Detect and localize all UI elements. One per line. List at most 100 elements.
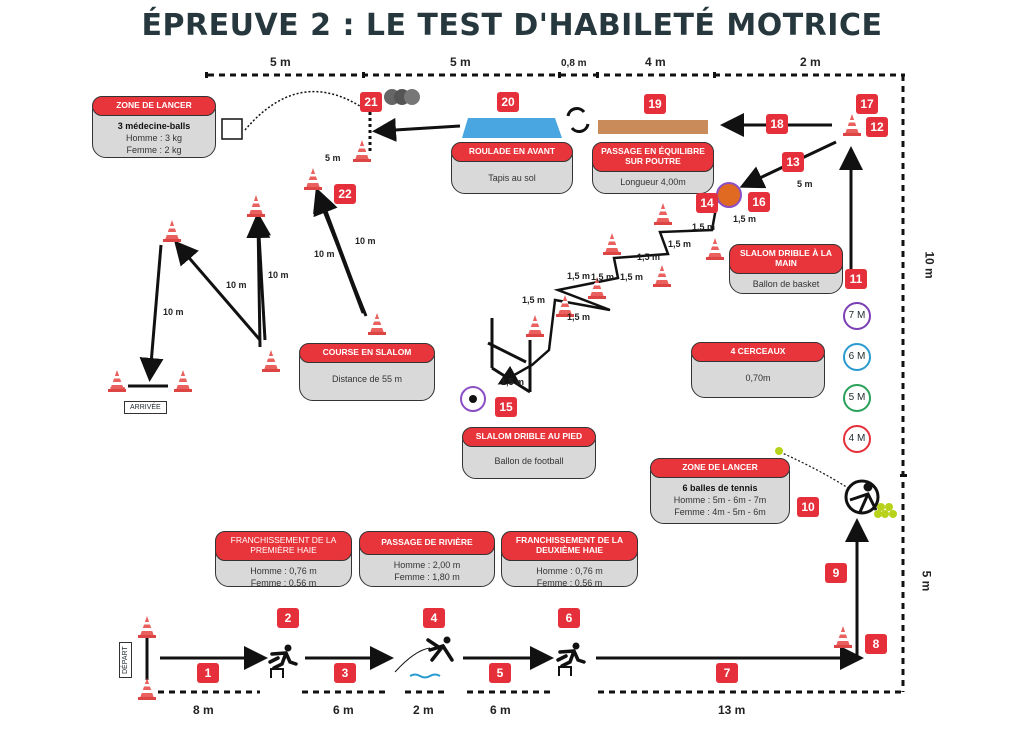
station-line: Femme : 2 kg [126,145,182,156]
station-slalom-pied: SLALOM DRIBLE AU PIED Ballon de football [462,427,596,479]
dim-bottom-4: 6 m [490,703,511,717]
station-line: Homme : 5m - 6m - 7m [673,494,767,505]
station-slalom-main: SLALOM DRIBLE À LA MAIN Ballon de basket [729,244,843,294]
station-line: 6 balles de tennis [682,482,758,493]
rotate-icon [566,107,590,133]
station-line: Tapis au sol [488,172,536,183]
step-11: 11 [845,269,867,289]
seg-label: 1,5 m [620,272,644,282]
station-haie2: FRANCHISSEMENT DE LA DEUXIÈME HAIE Homme… [501,531,638,588]
step-12: 12 [866,117,888,137]
station-haie1: FRANCHISSEMENT DE LA PREMIÈRE HAIE Homme… [215,531,352,588]
station-title: ZONE DE LANCER [92,96,216,116]
step-8: 8 [865,634,887,654]
station-line: Homme : 0,76 m [250,565,317,576]
step-18: 18 [766,114,788,134]
step-9: 9 [825,563,847,583]
station-title: 4 CERCEAUX [691,342,825,362]
dim-top-5: 2 m [800,55,821,69]
step-14: 14 [696,193,718,213]
seg-label: 1,5 m [668,239,692,249]
beam-icon [598,120,708,134]
station-title: FRANCHISSEMENT DE LA DEUXIÈME HAIE [501,531,638,561]
station-line: Distance de 55 m [331,373,403,384]
step-4: 4 [423,608,445,628]
start-label: DÉPART [119,642,132,678]
dim-bottom-5: 13 m [718,703,746,717]
dim-top-2: 5 m [450,55,471,69]
seg-label: 1,5 m [567,271,591,281]
station-line: Longueur 4,00m [620,176,686,187]
step-5: 5 [489,663,511,683]
dim-top-3: 0,8 m [561,58,587,69]
dim-top-1: 5 m [270,55,291,69]
dim-right-2: 5 m [919,570,934,592]
station-line: Ballon de football [494,455,564,466]
mat-icon [462,118,562,138]
station-course-slalom: COURSE EN SLALOM Distance de 55 m [299,343,435,401]
step-19: 19 [644,94,666,114]
station-line: 3 médecine-balls [117,120,191,131]
seg-label: 10 m [355,236,376,246]
hoop-4m: 4 M [843,425,871,453]
dim-bottom-3: 2 m [413,703,434,717]
station-title: PASSAGE DE RIVIÈRE [359,531,495,555]
seg-label: 1,5 m [522,295,546,305]
medicine-balls-icon [384,89,420,105]
station-title: ZONE DE LANCER [650,458,790,478]
seg-label: 1,5 m [567,312,591,322]
thrower-icon [844,479,880,515]
station-title: PASSAGE EN ÉQUILIBRE SUR POUTRE [592,142,714,172]
seg-label: 10 m [226,280,247,290]
seg-label: 5 m [325,153,341,163]
hoop-5m: 5 M [843,384,871,412]
station-line: Femme : 4m - 5m - 6m [674,507,766,518]
seg-label: 1,5 m [591,272,615,282]
dim-bottom-1: 8 m [193,703,214,717]
step-16: 16 [748,192,770,212]
step-2: 2 [277,608,299,628]
station-title: FRANCHISSEMENT DE LA PREMIÈRE HAIE [215,531,352,561]
seg-label: 1,5 m [637,252,661,262]
step-10: 10 [797,497,819,517]
station-line: Femme : 0,56 m [536,577,603,588]
station-line: Homme : 0,76 m [536,565,603,576]
seg-label: 1,5 m [692,222,716,232]
station-line: Ballon de basket [752,278,820,289]
basketball-icon [716,182,742,208]
step-20: 20 [497,92,519,112]
station-poutre: PASSAGE EN ÉQUILIBRE SUR POUTRE Longueur… [592,142,714,194]
tennis-balls-icon [775,447,897,518]
station-line: Homme : 2,00 m [393,559,461,570]
hoop-6m: 6 M [843,343,871,371]
step-22: 22 [334,184,356,204]
step-3: 3 [334,663,356,683]
station-title: SLALOM DRIBLE AU PIED [462,427,596,447]
station-line: Femme : 0,56 m [250,577,317,588]
seg-label: 5 m [797,179,813,189]
dim-right-1: 10 m [922,251,937,279]
step-15: 15 [495,397,517,417]
step-7: 7 [716,663,738,683]
step-17: 17 [856,94,878,114]
dim-bottom-2: 6 m [333,703,354,717]
hurdler-icon-1 [268,642,298,680]
station-title: COURSE EN SLALOM [299,343,435,363]
seg-label: 1,5 m [501,377,525,387]
step-21: 21 [360,92,382,112]
page-title: ÉPREUVE 2 : LE TEST D'HABILETÉ MOTRICE [141,8,883,43]
finish-label: ARRIVÉE [124,401,167,414]
seg-label: 10 m [314,249,335,259]
dim-top-4: 4 m [645,55,666,69]
jumper-icon [426,636,454,662]
step-6: 6 [558,608,580,628]
hoop-7m: 7 M [843,302,871,330]
step-13: 13 [782,152,804,172]
hurdler-icon-2 [556,640,586,678]
station-roulade: ROULADE EN AVANT Tapis au sol [451,142,573,194]
seg-label: 10 m [268,270,289,280]
station-line: 0,70m [745,372,771,383]
